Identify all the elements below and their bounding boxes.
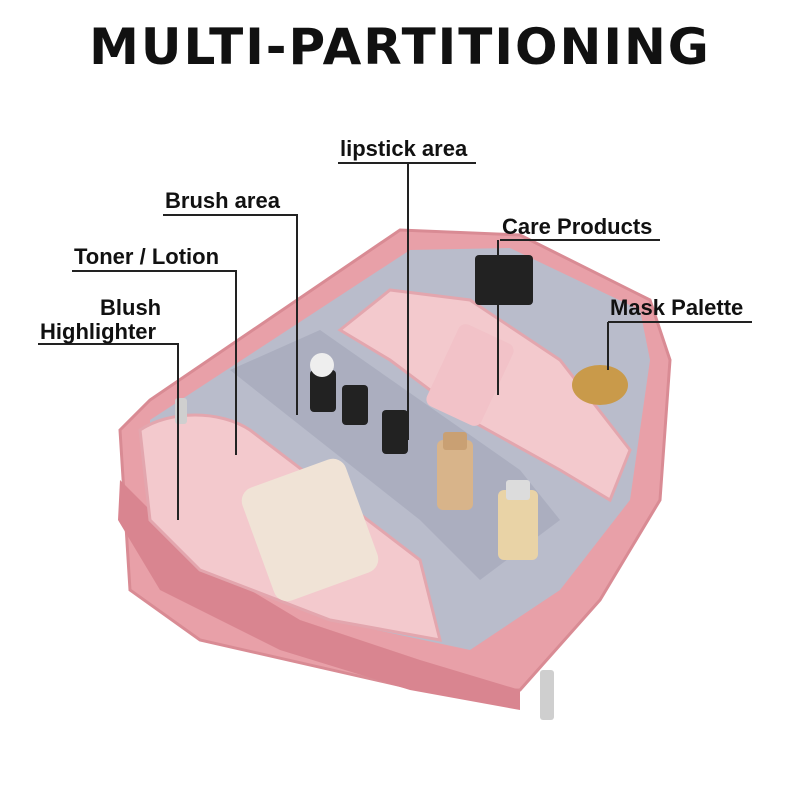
care-cap	[475, 255, 533, 305]
callout-brush: Brush area	[165, 188, 280, 213]
lotion-bottle	[241, 458, 379, 602]
callout-toner: Toner / Lotion	[74, 244, 220, 269]
leader-lines	[38, 162, 752, 520]
foundation-bottle	[437, 440, 473, 510]
callout-blush: Blush	[100, 295, 162, 320]
leader-brush	[163, 214, 298, 415]
callout-mask: Mask Palette	[610, 295, 744, 320]
mask-jar	[572, 365, 628, 405]
bottle-2	[342, 385, 368, 425]
serum-bottle	[498, 490, 538, 560]
bottles	[310, 255, 533, 454]
bottle-1	[310, 370, 336, 412]
leader-blush	[38, 343, 179, 520]
front-trim	[118, 480, 520, 710]
callout-care: Care Products	[502, 214, 653, 239]
headline: MULTI-PARTITIONING	[89, 18, 711, 76]
bottle-3	[382, 410, 408, 454]
care-tube	[426, 324, 514, 426]
zipper-pull-left	[175, 398, 187, 424]
serum-cap	[506, 480, 530, 500]
leader-toner	[72, 270, 237, 455]
foundation-cap	[443, 432, 467, 450]
bottle-cap-white	[310, 353, 334, 377]
callout-highlighter: Highlighter	[40, 319, 157, 344]
callout-lipstick: lipstick area	[340, 136, 468, 161]
zipper-pull	[540, 670, 554, 720]
